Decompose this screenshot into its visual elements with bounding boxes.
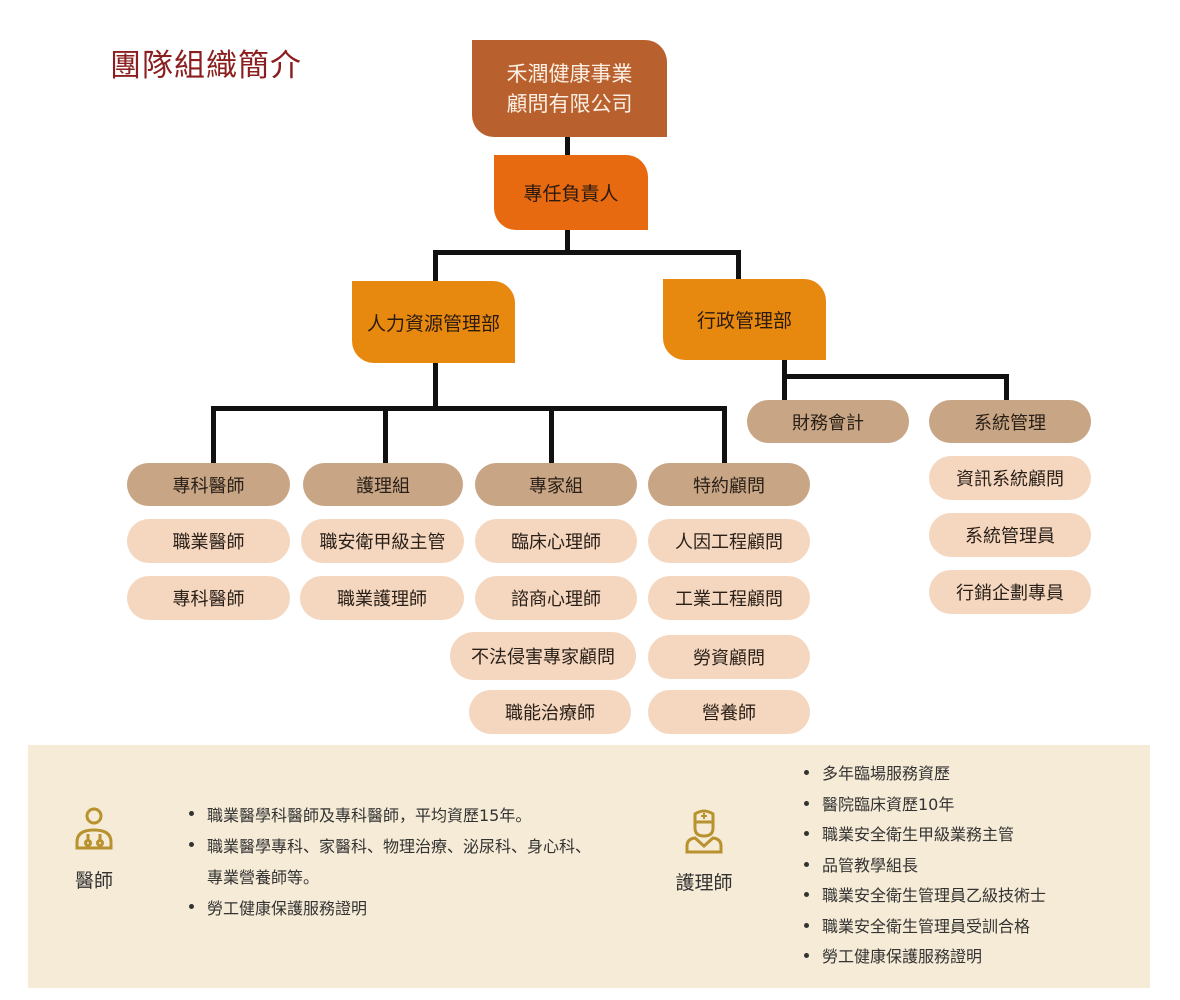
connector-line bbox=[782, 374, 1009, 379]
group-system-management: 系統管理 bbox=[929, 400, 1091, 443]
list-item: 職業醫學科醫師及專科醫師，平均資歷15年。 bbox=[185, 800, 605, 831]
connector-line bbox=[782, 360, 787, 400]
list-item: 職業安全衛生管理員乙級技術士 bbox=[800, 881, 1140, 912]
nurse-icon bbox=[685, 809, 723, 854]
connector-line bbox=[1004, 374, 1009, 400]
connector-line bbox=[433, 250, 741, 255]
company-name-line2: 顧問有限公司 bbox=[506, 91, 633, 116]
connector-line bbox=[565, 230, 570, 254]
connector-line bbox=[736, 250, 741, 279]
doctor-qualifications-list: 職業醫學科醫師及專科醫師，平均資歷15年。 職業醫學專科、家醫科、物理治療、泌尿… bbox=[185, 800, 605, 924]
connector-line bbox=[549, 406, 554, 463]
member-item: 職業護理師 bbox=[300, 576, 464, 620]
nurse-role: 護理師 bbox=[664, 808, 744, 895]
list-item: 勞工健康保護服務證明 bbox=[185, 893, 605, 924]
doctor-role: 醫師 bbox=[62, 806, 126, 893]
member-item: 專科醫師 bbox=[127, 576, 290, 620]
company-node: 禾潤健康事業顧問有限公司 bbox=[472, 40, 667, 137]
doctor-icon bbox=[75, 807, 113, 850]
hr-department-node: 人力資源管理部 bbox=[352, 281, 515, 363]
page-title: 團隊組織簡介 bbox=[110, 48, 302, 84]
connector-line bbox=[211, 406, 216, 463]
member-item: 職能治療師 bbox=[469, 690, 631, 734]
member-item: 職安衛甲級主管 bbox=[301, 519, 464, 563]
doctor-label: 醫師 bbox=[74, 870, 113, 892]
member-item: 不法侵害專家顧問 bbox=[450, 632, 636, 680]
member-item: 行銷企劃專員 bbox=[929, 570, 1091, 614]
member-item: 系統管理員 bbox=[929, 513, 1091, 557]
member-item: 勞資顧問 bbox=[648, 635, 810, 679]
list-item: 職業醫學專科、家醫科、物理治療、泌尿科、身心科、專業營養師等。 bbox=[185, 831, 605, 893]
connector-line bbox=[722, 406, 727, 463]
group-consultants: 特約顧問 bbox=[648, 463, 810, 506]
member-item: 資訊系統顧問 bbox=[929, 456, 1091, 500]
member-item: 臨床心理師 bbox=[475, 519, 637, 563]
qualifications-panel bbox=[28, 745, 1150, 988]
connector-line bbox=[433, 363, 438, 409]
connector-line bbox=[565, 137, 570, 155]
member-item: 諮商心理師 bbox=[475, 576, 637, 620]
nurse-label: 護理師 bbox=[675, 872, 733, 894]
list-item: 多年臨場服務資歷 bbox=[800, 759, 1140, 790]
group-specialist-doctor: 專科醫師 bbox=[127, 463, 290, 506]
list-item: 勞工健康保護服務證明 bbox=[800, 942, 1140, 973]
member-item: 人因工程顧問 bbox=[648, 519, 810, 563]
list-item: 職業安全衛生管理員受訓合格 bbox=[800, 912, 1140, 943]
connector-line bbox=[211, 406, 727, 411]
list-item: 職業安全衛生甲級業務主管 bbox=[800, 820, 1140, 851]
group-experts: 專家組 bbox=[475, 463, 637, 506]
admin-department-node: 行政管理部 bbox=[663, 279, 826, 360]
company-name-line1: 禾潤健康事業 bbox=[506, 61, 633, 86]
connector-line bbox=[433, 250, 438, 281]
list-item: 品管教學組長 bbox=[800, 851, 1140, 882]
group-nursing: 護理組 bbox=[303, 463, 463, 506]
lead-node: 專任負責人 bbox=[494, 155, 648, 230]
member-item: 營養師 bbox=[648, 690, 810, 734]
member-item: 職業醫師 bbox=[127, 519, 290, 563]
nurse-qualifications-list: 多年臨場服務資歷 醫院臨床資歷10年 職業安全衛生甲級業務主管 品管教學組長 職… bbox=[800, 759, 1140, 973]
member-item: 工業工程顧問 bbox=[648, 576, 810, 620]
list-item: 醫院臨床資歷10年 bbox=[800, 790, 1140, 821]
connector-line bbox=[383, 406, 388, 463]
group-finance: 財務會計 bbox=[747, 400, 909, 443]
